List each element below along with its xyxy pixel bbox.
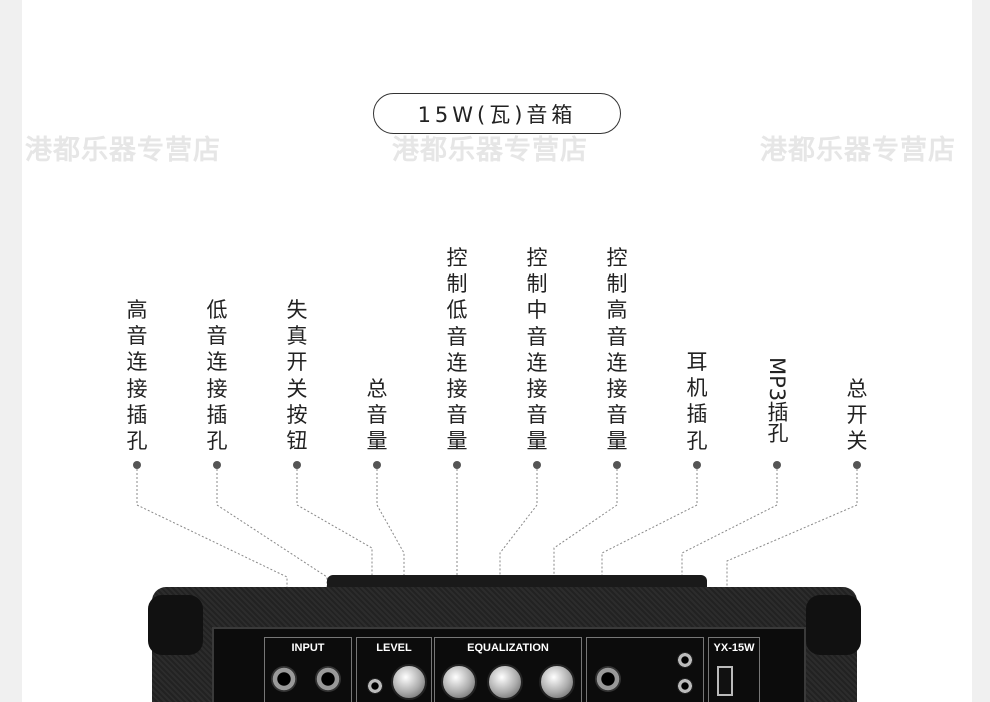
- power-switch: [717, 666, 733, 696]
- model-label: YX-15W: [713, 642, 755, 654]
- pointer-dot: [373, 461, 381, 469]
- label-treble-control: 控制高音连接音量: [606, 246, 628, 454]
- pointer-dot: [453, 461, 461, 469]
- treble-input-jack: [271, 666, 297, 692]
- leader-line: [296, 469, 373, 702]
- eq-label: EQUALIZATION: [467, 642, 549, 654]
- label-bass-control: 控制低音连接音量: [446, 246, 468, 454]
- label-master-volume: 总音量: [366, 377, 388, 454]
- product-page: 港都乐器专营店 港都乐器专营店 港都乐器专营店 15W(瓦)音箱 高音连接插孔 …: [22, 0, 972, 702]
- headphone-jack: [677, 652, 693, 668]
- amp-corner: [148, 595, 203, 655]
- pointer-dot: [693, 461, 701, 469]
- eq-section: EQUALIZATION: [434, 637, 582, 702]
- pointer-dot: [213, 461, 221, 469]
- output-jack: [595, 666, 621, 692]
- label-headphone-jack: 耳机插孔: [686, 350, 708, 453]
- power-section: YX-15W: [708, 637, 760, 702]
- leader-line: [499, 469, 538, 702]
- level-knob: [391, 664, 427, 700]
- output-section: [586, 637, 704, 702]
- amp-control-panel: INPUT LEVEL EQUALIZATION: [212, 627, 806, 702]
- distortion-button: [367, 678, 383, 694]
- pointer-dot: [613, 461, 621, 469]
- amp-cabinet: INPUT LEVEL EQUALIZATION: [148, 587, 861, 702]
- label-distortion-button: 失真开关按钮: [286, 298, 308, 454]
- input-label: INPUT: [291, 642, 325, 654]
- watermark: 港都乐器专营店: [25, 135, 221, 166]
- label-bass-input: 低音连接插孔: [206, 298, 228, 454]
- label-mid-control: 控制中音连接音量: [526, 246, 548, 454]
- level-section: LEVEL: [356, 637, 432, 702]
- pointer-dot: [293, 461, 301, 469]
- pointer-dot: [533, 461, 541, 469]
- bass-input-jack: [315, 666, 341, 692]
- label-treble-input: 高音连接插孔: [126, 298, 148, 454]
- watermark: 港都乐器专营店: [392, 135, 588, 166]
- pointer-dot: [853, 461, 861, 469]
- watermark: 港都乐器专营店: [760, 135, 956, 166]
- mp3-jack: [677, 678, 693, 694]
- amplifier-image: INPUT LEVEL EQUALIZATION: [148, 575, 861, 702]
- bass-knob: [441, 664, 477, 700]
- pointer-dot: [133, 461, 141, 469]
- treble-knob: [539, 664, 575, 700]
- level-label: LEVEL: [376, 642, 412, 654]
- amp-corner: [806, 595, 861, 655]
- label-power-switch: 总开关: [846, 377, 868, 454]
- label-mp3-jack: MP3插孔: [765, 356, 789, 444]
- mid-knob: [487, 664, 523, 700]
- product-title: 15W(瓦)音箱: [373, 93, 621, 134]
- pointer-dot: [773, 461, 781, 469]
- input-section: INPUT: [264, 637, 352, 702]
